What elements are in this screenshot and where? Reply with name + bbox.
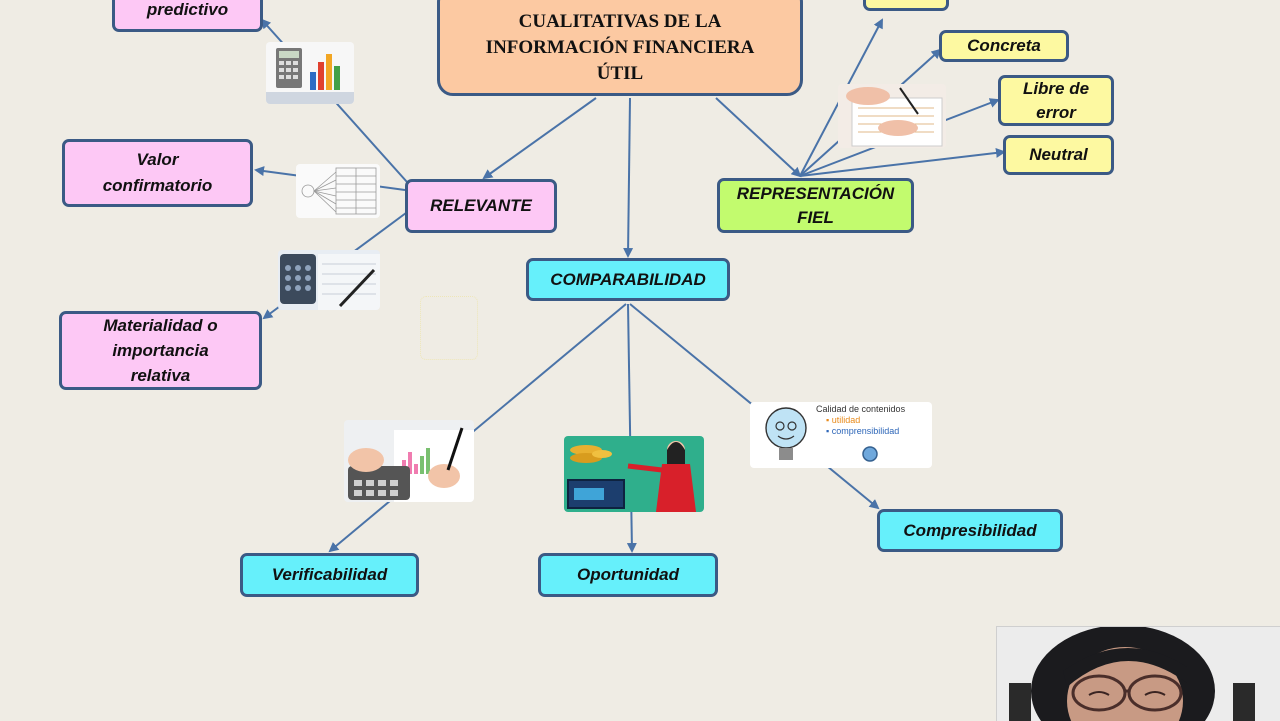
node-predictivo-label: predictivo [147,0,228,23]
node-representacion-line-2: FIEL [797,206,834,230]
main-title-node: CUALITATIVAS DE LA INFORMACIÓN FINANCIER… [437,0,803,96]
node-valor-line-2: confirmatorio [103,173,213,199]
node-compresibilidad: Compresibilidad [877,509,1063,552]
arrow-comparabilidad-oportunidad [628,304,632,551]
node-oportunidad-label: Oportunidad [577,562,679,588]
title-line-2: INFORMACIÓN FINANCIERA [440,35,800,61]
calculator-pen-image [278,250,380,310]
arrow-title-representacion [716,98,800,176]
arrow-title-comparabilidad [628,98,630,256]
node-verificabilidad-label: Verificabilidad [272,562,388,588]
node-relevante-label: RELEVANTE [430,193,532,219]
node-valor-line-1: Valor [137,147,179,173]
node-comparabilidad: COMPARABILIDAD [526,258,730,301]
node-compresibilidad-label: Compresibilidad [903,518,1036,544]
node-neutral-label: Neutral [1029,142,1088,168]
node-oportunidad: Oportunidad [538,553,718,597]
faint-dotted-artifact [420,296,478,360]
node-concreta-label: Concreta [967,33,1041,59]
node-materialidad-line-1: Materialidad o [103,313,217,338]
calculator-chart-image [266,42,354,104]
arrow-title-relevante [484,98,596,178]
presenter-coins-image [564,436,704,512]
calidad-title-text: Calidad de contenidos [816,404,906,414]
node-materialidad: Materialidad o importancia relativa [59,311,262,390]
hands-signing-image [838,84,946,148]
node-libre-line-2: error [1036,101,1076,125]
node-libre-line-1: Libre de [1023,77,1089,101]
hands-calculator-image [344,420,474,502]
node-comparabilidad-label: COMPARABILIDAD [550,267,706,293]
node-predictivo: predictivo [112,0,263,32]
calidad-item-utilidad: ▪ utilidad [826,415,860,425]
node-verificabilidad: Verificabilidad [240,553,419,597]
presenter-face-image [997,627,1280,721]
node-representacion-line-1: REPRESENTACIÓN [737,182,894,206]
node-valor-confirmatorio: Valor confirmatorio [62,139,253,207]
node-representacion-fiel: REPRESENTACIÓN FIEL [717,178,914,233]
node-top-partial [863,0,949,11]
node-libre-de-error: Libre de error [998,75,1114,126]
spreadsheet-image [296,164,380,218]
calidad-contenidos-image: Calidad de contenidos ▪ utilidad ▪ compr… [750,402,932,468]
node-materialidad-line-2: importancia [112,338,208,363]
webcam-overlay [996,626,1280,721]
node-materialidad-line-3: relativa [131,363,191,388]
node-relevante: RELEVANTE [405,179,557,233]
node-concreta: Concreta [939,30,1069,62]
title-line-1: CUALITATIVAS DE LA [440,9,800,35]
title-line-3: ÚTIL [440,61,800,87]
calidad-item-comprensibilidad: ▪ comprensibilidad [826,426,899,436]
node-neutral: Neutral [1003,135,1114,175]
